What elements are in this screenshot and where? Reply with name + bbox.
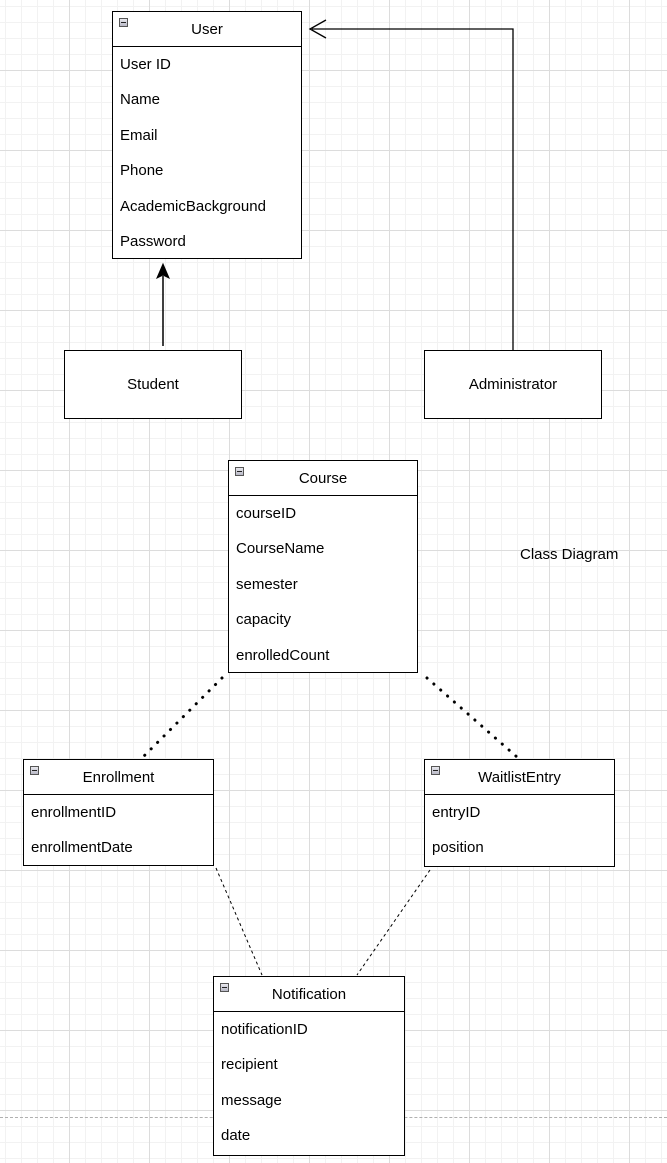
attribute-date[interactable]: date [221, 1127, 251, 1145]
collapse-icon[interactable] [119, 18, 128, 27]
class-notification-header: Notification [214, 977, 404, 1012]
class-user-attributes: User ID Name Email Phone AcademicBackgro… [113, 47, 301, 259]
attribute-entry-id[interactable]: entryID [432, 804, 481, 821]
course-enrollment-connector[interactable] [141, 676, 224, 759]
course-waitlist-connector[interactable] [425, 676, 519, 759]
class-course-attributes: courseID CourseName semester capacity en… [229, 496, 417, 673]
class-enrollment-header: Enrollment [24, 760, 213, 795]
collapse-icon[interactable] [235, 467, 244, 476]
administrator-user-arrowhead [308, 19, 327, 39]
class-user-header: User [113, 12, 301, 47]
attribute-position[interactable]: position [432, 839, 484, 857]
attribute-notification-id[interactable]: notificationID [221, 1021, 308, 1038]
attribute-phone[interactable]: Phone [120, 162, 164, 180]
attribute-course-id[interactable]: courseID [236, 505, 297, 522]
attribute-capacity[interactable]: capacity [236, 611, 292, 629]
collapse-icon[interactable] [220, 983, 229, 992]
attribute-enrollment-date[interactable]: enrollmentDate [31, 839, 133, 857]
class-course-header: Course [229, 461, 417, 496]
class-enrollment[interactable]: Enrollment enrollmentID enrollmentDate [23, 759, 214, 866]
class-notification-attributes: notificationID recipient message date [214, 1012, 404, 1154]
attribute-recipient[interactable]: recipient [221, 1056, 278, 1074]
waitlist-notification-connector[interactable] [356, 869, 431, 976]
class-notification-name: Notification [271, 985, 347, 1003]
attribute-name[interactable]: Name [120, 91, 161, 109]
class-student-name: Student [127, 376, 179, 393]
collapse-icon[interactable] [431, 766, 440, 775]
class-enrollment-name: Enrollment [82, 768, 155, 786]
student-user-arrowhead [156, 262, 170, 280]
attribute-user-id[interactable]: User ID [120, 56, 171, 73]
class-waitlist-entry[interactable]: WaitlistEntry entryID position [424, 759, 615, 867]
collapse-icon[interactable] [30, 766, 39, 775]
class-course[interactable]: Course courseID CourseName semester capa… [228, 460, 418, 673]
class-course-name: Course [298, 469, 348, 487]
attribute-semester[interactable]: semester [236, 575, 298, 593]
class-waitlist-entry-header: WaitlistEntry [425, 760, 614, 795]
attribute-email[interactable]: Email [120, 126, 158, 144]
attribute-academic-background[interactable]: AcademicBackground [120, 197, 266, 215]
class-user-name: User [191, 20, 223, 38]
class-enrollment-attributes: enrollmentID enrollmentDate [24, 795, 213, 866]
attribute-message[interactable]: message [221, 1091, 282, 1109]
enrollment-notification-connector[interactable] [215, 867, 263, 976]
attribute-password[interactable]: Password [120, 232, 186, 250]
attribute-enrolled-count[interactable]: enrolledCount [236, 646, 330, 664]
attribute-enrollment-id[interactable]: enrollmentID [31, 804, 117, 821]
class-waitlist-entry-name: WaitlistEntry [478, 768, 561, 786]
class-administrator[interactable]: Administrator [424, 350, 602, 419]
diagram-title: Class Diagram [520, 546, 619, 563]
class-student[interactable]: Student [64, 350, 242, 419]
attribute-course-name[interactable]: CourseName [236, 540, 325, 558]
administrator-user-connector[interactable] [312, 28, 514, 350]
class-administrator-name: Administrator [468, 376, 558, 393]
class-waitlist-entry-attributes: entryID position [425, 795, 614, 866]
class-notification[interactable]: Notification notificationID recipient me… [213, 976, 405, 1156]
class-user[interactable]: User User ID Name Email Phone AcademicBa… [112, 11, 302, 259]
